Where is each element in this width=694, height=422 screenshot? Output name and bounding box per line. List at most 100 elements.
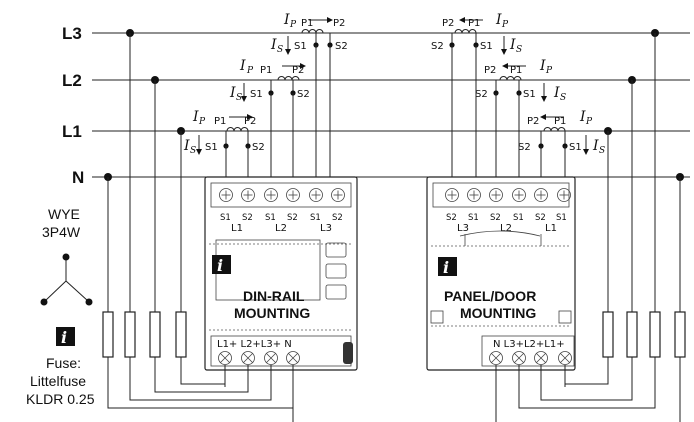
svg-text:L1: L1 [545, 223, 557, 234]
wye-symbol-icon [40, 253, 93, 306]
svg-text:P2: P2 [244, 116, 256, 127]
svg-text:P: P [501, 20, 509, 30]
info-icon [212, 255, 231, 274]
meter-key[interactable] [325, 284, 347, 300]
phase-label-l3: L3 [62, 24, 82, 43]
svg-text:L2: L2 [500, 223, 512, 234]
svg-text:S1: S1 [310, 213, 321, 223]
fuse-l1-left [175, 311, 187, 358]
svg-text:S2: S2 [287, 213, 298, 223]
ct-terminal-block [432, 182, 570, 208]
svg-text:P: P [289, 20, 297, 30]
phase-label-l1: L1 [62, 122, 82, 141]
svg-text:P: P [198, 117, 206, 127]
meter-key[interactable] [325, 263, 347, 279]
svg-text:S2: S2 [297, 89, 310, 100]
svg-text:P1: P1 [554, 116, 566, 127]
svg-text:P1: P1 [214, 116, 226, 127]
svg-text:P2: P2 [442, 18, 454, 29]
info-icon [56, 327, 75, 346]
svg-text:S2: S2 [490, 213, 501, 223]
fuse-l3-right [649, 311, 661, 358]
phase-label-n: N [72, 168, 84, 187]
svg-text:P1: P1 [510, 65, 522, 76]
svg-text:I: I [553, 85, 560, 101]
svg-text:S1: S1 [294, 41, 307, 52]
svg-text:I: I [539, 58, 546, 74]
phase-bus-lines [92, 32, 690, 178]
svg-text:L3: L3 [457, 223, 469, 234]
voltage-terminal-screws [218, 351, 300, 365]
svg-text:S2: S2 [252, 142, 265, 153]
svg-text:S1: S1 [569, 142, 582, 153]
ct-terminal-screws [445, 188, 571, 202]
svg-text:I: I [495, 12, 502, 28]
right-voltage-wiring [495, 33, 686, 422]
svg-text:I: I [192, 109, 199, 125]
svg-text:S: S [560, 93, 566, 103]
info-icon [438, 257, 457, 276]
svg-text:S2: S2 [475, 89, 488, 100]
svg-text:S1: S1 [250, 89, 263, 100]
svg-text:P2: P2 [527, 116, 539, 127]
svg-text:I: I [239, 58, 246, 74]
svg-text:S2: S2 [446, 213, 457, 223]
ct-terminal-screws [219, 188, 345, 202]
svg-text:I: I [579, 109, 586, 125]
svg-text:S2: S2 [335, 41, 348, 52]
rs485-port [343, 342, 353, 364]
din-rail-title: DIN-RAIL [243, 288, 305, 304]
panel-door-meter: S2 S1 S2 S1 S2 S1 L3 L2 L1 i PANEL/DOOR … [426, 176, 576, 395]
svg-text:P2: P2 [333, 18, 345, 29]
svg-text:I: I [229, 85, 236, 101]
voltage-terminal-block [481, 335, 575, 367]
fuse-n-left [102, 311, 114, 358]
ct-l3-right: P2 P1 I P S2 S1 I S [431, 12, 522, 55]
ct-terminal-block [210, 182, 352, 208]
svg-text:I: I [592, 138, 599, 154]
svg-text:S1: S1 [513, 213, 524, 223]
svg-text:S2: S2 [332, 213, 343, 223]
svg-text:S2: S2 [431, 41, 444, 52]
meter-key[interactable] [325, 242, 347, 258]
panel-door-subtitle: MOUNTING [460, 305, 536, 321]
fuse-l2-right [626, 311, 638, 358]
panel-door-title: PANEL/DOOR [444, 288, 536, 304]
svg-text:i: i [443, 258, 449, 277]
svg-text:i: i [61, 328, 67, 347]
svg-text:S2: S2 [518, 142, 531, 153]
svg-text:S: S [190, 146, 196, 156]
svg-text:P1: P1 [468, 18, 480, 29]
fuse-l3-left [124, 311, 136, 358]
svg-text:P2: P2 [292, 65, 304, 76]
svg-text:P: P [585, 117, 593, 127]
svg-text:P2: P2 [484, 65, 496, 76]
svg-text:P1: P1 [301, 18, 313, 29]
fuse-label: Fuse: [46, 355, 81, 371]
wiring-type-label: WYE [48, 206, 80, 222]
svg-text:I: I [270, 37, 277, 53]
svg-text:S1: S1 [220, 213, 231, 223]
svg-text:L3: L3 [320, 223, 332, 234]
svg-text:P: P [545, 66, 553, 76]
ct-l2-right: P2 P1 I P S2 S1 I S [475, 58, 566, 103]
fuse-l1-right [602, 311, 614, 358]
bus-junctions [104, 29, 684, 181]
svg-text:S: S [599, 146, 605, 156]
svg-text:S: S [516, 45, 522, 55]
svg-text:N L3+L2+L1+: N L3+L2+L1+ [493, 339, 565, 350]
ct-l3-left: I P P1 P2 I S S1 S2 [270, 12, 348, 55]
ct-l1-left: I P P1 P2 I S S1 S2 [183, 109, 265, 156]
svg-text:P1: P1 [260, 65, 272, 76]
din-rail-subtitle: MOUNTING [234, 305, 310, 321]
svg-text:L1+ L2+L3+ N: L1+ L2+L3+ N [217, 339, 292, 350]
svg-text:i: i [217, 256, 223, 275]
phase-label-l2: L2 [62, 71, 82, 90]
svg-text:S1: S1 [523, 89, 536, 100]
svg-text:P: P [246, 66, 254, 76]
svg-text:L2: L2 [275, 223, 287, 234]
fuse-brand: Littelfuse [30, 373, 86, 389]
ct-l1-right: P2 P1 I P S2 S1 I S [518, 109, 605, 156]
svg-text:S2: S2 [242, 213, 253, 223]
